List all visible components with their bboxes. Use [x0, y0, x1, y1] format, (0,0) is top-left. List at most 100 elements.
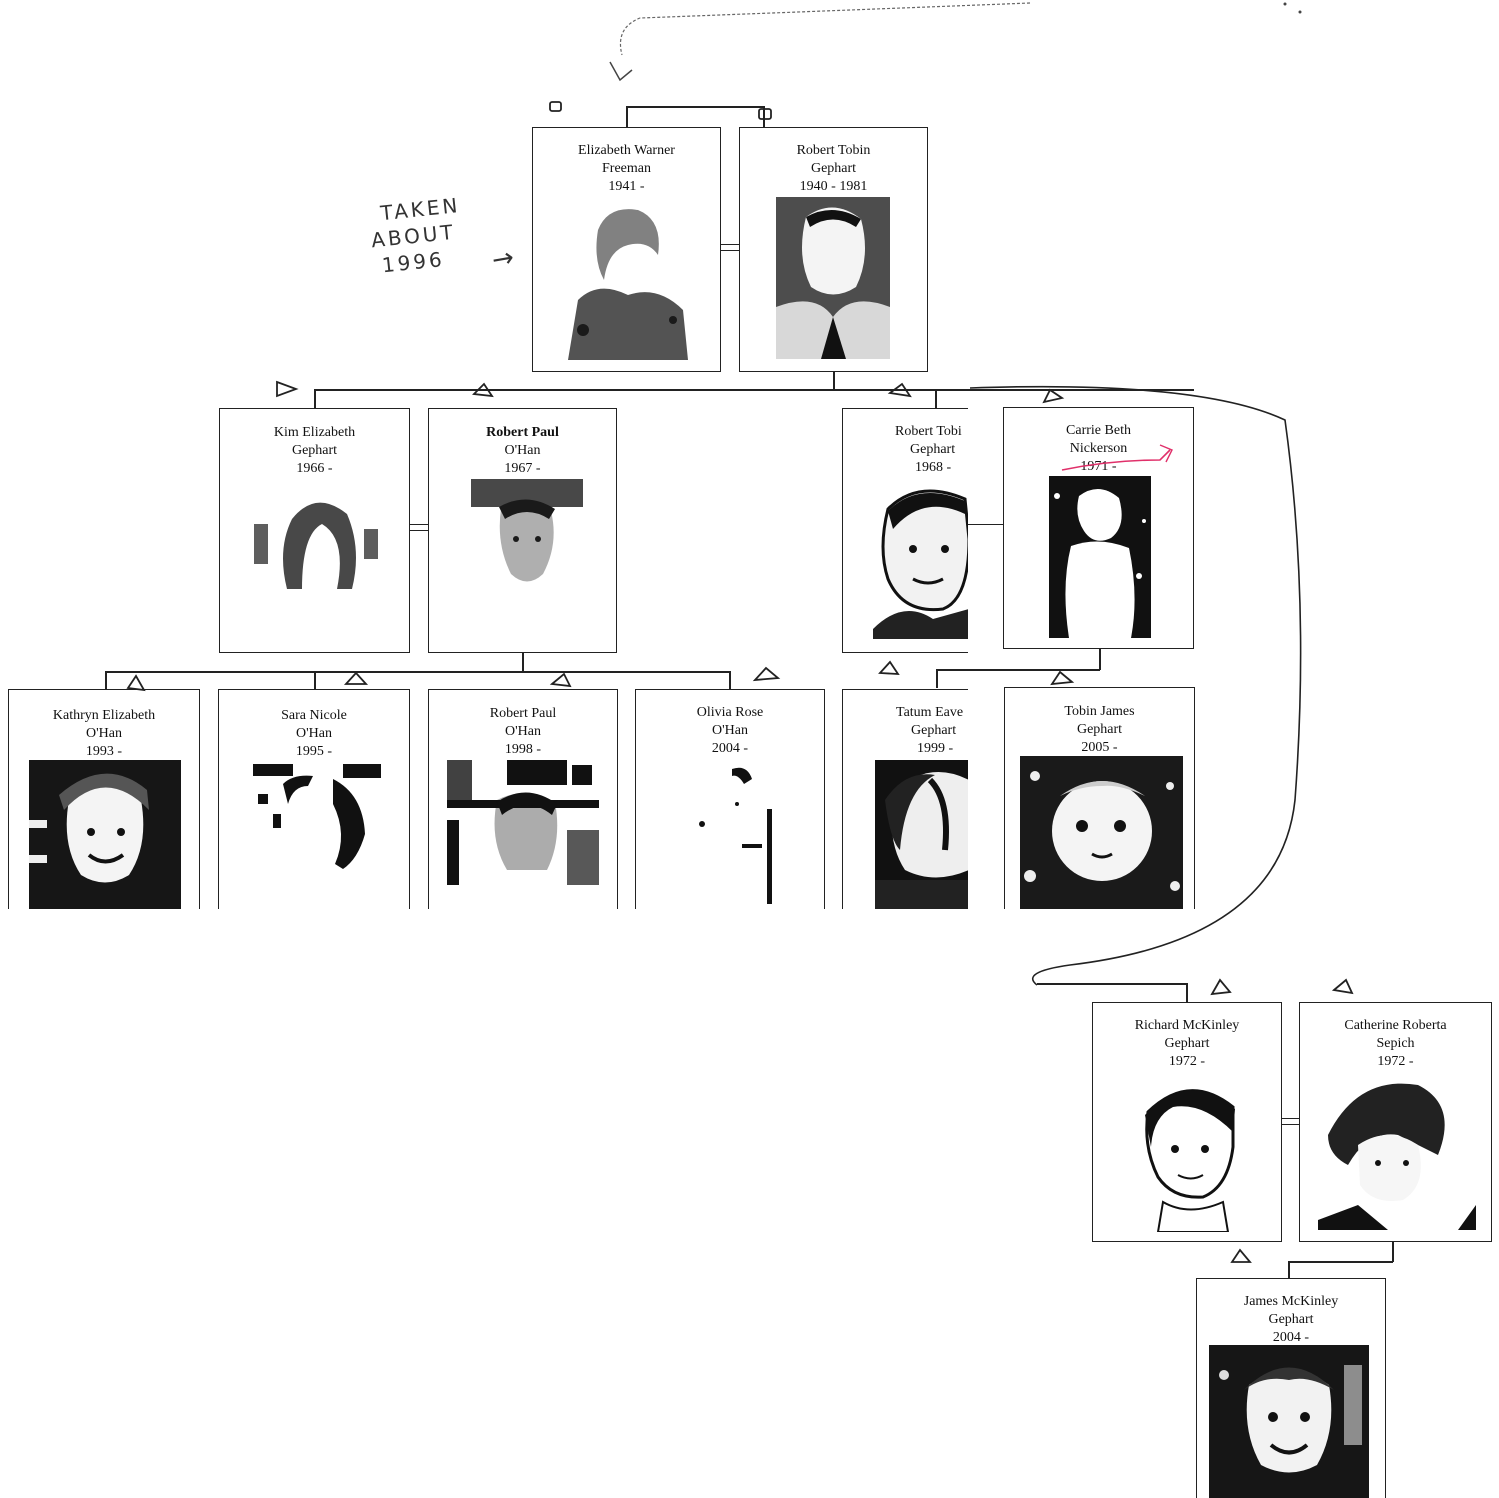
person-name: Catherine Roberta Sepich 1972 - — [1300, 1017, 1491, 1071]
surname: Gephart — [291, 443, 338, 458]
connector — [626, 106, 764, 108]
person-card-tobin[interactable]: Tobin James Gephart 2005 - — [1004, 687, 1195, 909]
connector — [729, 671, 731, 690]
spouse-link — [720, 244, 740, 246]
portrait-photo — [1318, 1075, 1478, 1230]
life-years: 1967 - — [504, 461, 541, 476]
connector — [626, 106, 628, 128]
person-name: James McKinley Gephart 2004 - — [1197, 1293, 1385, 1347]
given-name: Kim Elizabeth — [273, 425, 356, 440]
portrait-photo — [875, 760, 968, 909]
portrait-photo — [1209, 1345, 1369, 1498]
connector — [314, 389, 1194, 391]
surname: O'Han — [86, 726, 122, 741]
life-years: 2004 - — [1272, 1330, 1310, 1345]
given-name: Robert Paul — [486, 425, 559, 440]
portrait-photo — [567, 200, 689, 360]
person-card-robert-sr[interactable]: Robert Tobin Gephart 1940 - 1981 — [739, 127, 928, 372]
given-name: Richard McKinley — [1134, 1018, 1240, 1033]
given-name: Olivia Rose — [696, 705, 764, 720]
connector — [1037, 983, 1187, 985]
surname: O'Han — [296, 726, 332, 741]
person-card-tatum[interactable]: Tatum Eave Gephart 1999 - — [842, 689, 968, 909]
connector — [1186, 983, 1188, 1003]
arrow-glyph: → — [489, 242, 520, 276]
spouse-link — [720, 250, 740, 252]
surname: O'Han — [505, 724, 541, 739]
given-name: Kathryn Elizabeth — [52, 708, 156, 723]
spouse-link — [409, 524, 429, 526]
portrait-photo — [253, 764, 381, 874]
person-name: Kathryn Elizabeth O'Han 1993 - — [9, 707, 199, 761]
person-card-kim[interactable]: Kim Elizabeth Gephart 1966 - — [219, 408, 410, 653]
life-years: 1972 - — [1377, 1054, 1414, 1069]
person-name: Richard McKinley Gephart 1972 - — [1093, 1017, 1281, 1071]
person-card-catherine[interactable]: Catherine Roberta Sepich 1972 - — [1299, 1002, 1492, 1242]
person-card-james[interactable]: James McKinley Gephart 2004 - — [1196, 1278, 1386, 1498]
surname: Gephart — [1164, 1036, 1210, 1051]
person-name: Robert Paul O'Han 1998 - — [429, 705, 617, 759]
person-card-richard[interactable]: Richard McKinley Gephart 1972 - — [1092, 1002, 1282, 1242]
connector — [105, 671, 730, 673]
connector — [1288, 1261, 1393, 1263]
spouse-link — [409, 530, 429, 532]
person-name: Robert Paul O'Han 1967 - — [429, 424, 616, 478]
surname: Freeman — [602, 161, 651, 176]
life-years: 2005 - — [1081, 740, 1118, 755]
person-card-robert-paul-jr[interactable]: Robert Paul O'Han 1998 - — [428, 689, 618, 909]
spouse-link — [1280, 1118, 1300, 1120]
person-name: Elizabeth Warner Freeman 1941 - — [533, 142, 720, 196]
person-name: Carrie Beth Nickerson 1971 - — [1004, 422, 1193, 476]
portrait-photo — [873, 479, 968, 639]
portrait-photo — [29, 760, 181, 909]
person-card-sara[interactable]: Sara Nicole O'Han 1995 - — [218, 689, 410, 909]
connector — [763, 106, 765, 128]
person-card-carrie[interactable]: Carrie Beth Nickerson 1971 - — [1003, 407, 1194, 649]
life-years: 2004 - — [711, 741, 749, 756]
connector — [314, 389, 316, 409]
surname: Gephart — [911, 723, 957, 738]
given-name: Elizabeth Warner — [578, 143, 675, 158]
handwritten-note: TAKEN ABOUT 1996 — [370, 192, 467, 278]
person-name: Robert Tobi Gephart 1968 - — [883, 423, 968, 477]
connector — [1288, 1261, 1290, 1279]
life-years: 1998 - — [504, 742, 542, 757]
given-name: Tobin James — [1064, 704, 1135, 719]
life-years: 1993 - — [85, 744, 123, 759]
person-card-olivia[interactable]: Olivia Rose O'Han 2004 - — [635, 689, 825, 909]
surname: Gephart — [810, 161, 857, 176]
portrait-photo — [692, 764, 782, 904]
connector — [936, 669, 938, 688]
person-card-kathryn[interactable]: Kathryn Elizabeth O'Han 1993 - — [8, 689, 200, 909]
surname: Nickerson — [1069, 441, 1128, 456]
person-card-robert-ohan[interactable]: Robert Paul O'Han 1967 - — [428, 408, 617, 653]
surname: Sepich — [1376, 1036, 1415, 1051]
connector — [105, 671, 107, 690]
person-name: Tobin James Gephart 2005 - — [1005, 703, 1194, 757]
life-years: 1940 - 1981 — [799, 179, 868, 194]
spouse-link — [1280, 1124, 1300, 1126]
life-years: 1941 - — [608, 179, 645, 194]
arrow-icon: → — [490, 242, 520, 276]
given-name: Tatum Eave — [896, 705, 964, 720]
given-name: Robert Paul — [489, 706, 557, 721]
life-years: 1971 - — [1080, 459, 1117, 474]
surname: O'Han — [712, 723, 748, 738]
given-name: Robert Tobin — [796, 143, 871, 158]
given-name: Catherine Roberta — [1344, 1018, 1447, 1033]
surname: O'Han — [504, 443, 541, 458]
surname: Gephart — [1076, 722, 1123, 737]
connector — [522, 652, 524, 672]
given-name: James McKinley — [1243, 1294, 1339, 1309]
given-name: Robert Tobi — [895, 424, 962, 439]
portrait-photo — [447, 760, 599, 885]
person-card-elizabeth[interactable]: Elizabeth Warner Freeman 1941 - — [532, 127, 721, 372]
person-name: Kim Elizabeth Gephart 1966 - — [220, 424, 409, 478]
portrait-photo — [1133, 1077, 1245, 1232]
given-name: Sara Nicole — [281, 708, 347, 723]
connector — [935, 389, 937, 409]
person-card-robert-jr[interactable]: Robert Tobi Gephart 1968 - — [842, 408, 968, 653]
connector — [833, 371, 835, 390]
surname: Gephart — [1268, 1312, 1314, 1327]
